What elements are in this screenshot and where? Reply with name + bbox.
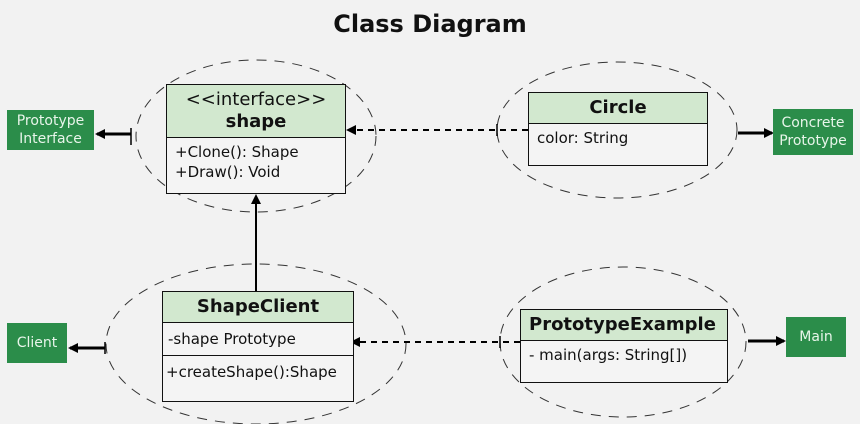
method: +createShape():Shape: [166, 363, 337, 381]
label-prototype-interface: Prototype Interface: [7, 110, 94, 150]
class-header: PrototypeExample: [521, 310, 727, 341]
label-client: Client: [7, 323, 67, 363]
stereotype: <<interface>>: [185, 89, 327, 110]
class-header: Circle: [529, 93, 707, 124]
class-name: PrototypeExample: [529, 314, 716, 335]
class-header: <<interface>> shape: [167, 85, 345, 138]
ellipse-shape: [135, 59, 377, 213]
method: +Clone(): Shape: [175, 143, 299, 161]
label-main: Main: [786, 317, 846, 357]
method: - main(args: String[]): [529, 346, 688, 364]
attribute: color: String: [537, 129, 629, 147]
attributes: color: String: [529, 124, 707, 152]
class-shapeclient[interactable]: ShapeClient -shape Prototype +createShap…: [162, 291, 354, 402]
label-line: Interface: [19, 131, 82, 147]
methods: - main(args: String[]): [521, 341, 727, 369]
class-circle[interactable]: Circle color: String: [528, 92, 708, 166]
class-shape[interactable]: <<interface>> shape +Clone(): Shape +Dra…: [166, 84, 346, 194]
ellipse-shapeclient: [105, 263, 407, 424]
method: +Draw(): Void: [175, 163, 281, 181]
class-name: Circle: [589, 97, 647, 118]
label-line: Prototype: [16, 113, 85, 129]
class-name: ShapeClient: [196, 296, 320, 317]
label-line: Concrete: [781, 115, 845, 131]
class-name: shape: [225, 111, 287, 132]
methods: +Clone(): Shape +Draw(): Void: [167, 138, 345, 186]
class-prototypeexample[interactable]: PrototypeExample - main(args: String[]): [520, 309, 728, 383]
diagram-title: Class Diagram: [333, 10, 527, 38]
ellipse-circle: [496, 61, 738, 199]
class-header: ShapeClient: [163, 292, 353, 323]
label-concrete-prototype: Concrete Prototype: [773, 109, 853, 155]
methods: +createShape():Shape: [163, 355, 353, 388]
attribute: -shape Prototype: [168, 330, 296, 348]
label-line: Prototype: [779, 133, 847, 149]
label-line: Client: [16, 335, 58, 351]
label-line: Main: [799, 329, 833, 345]
attributes: -shape Prototype: [163, 323, 353, 355]
